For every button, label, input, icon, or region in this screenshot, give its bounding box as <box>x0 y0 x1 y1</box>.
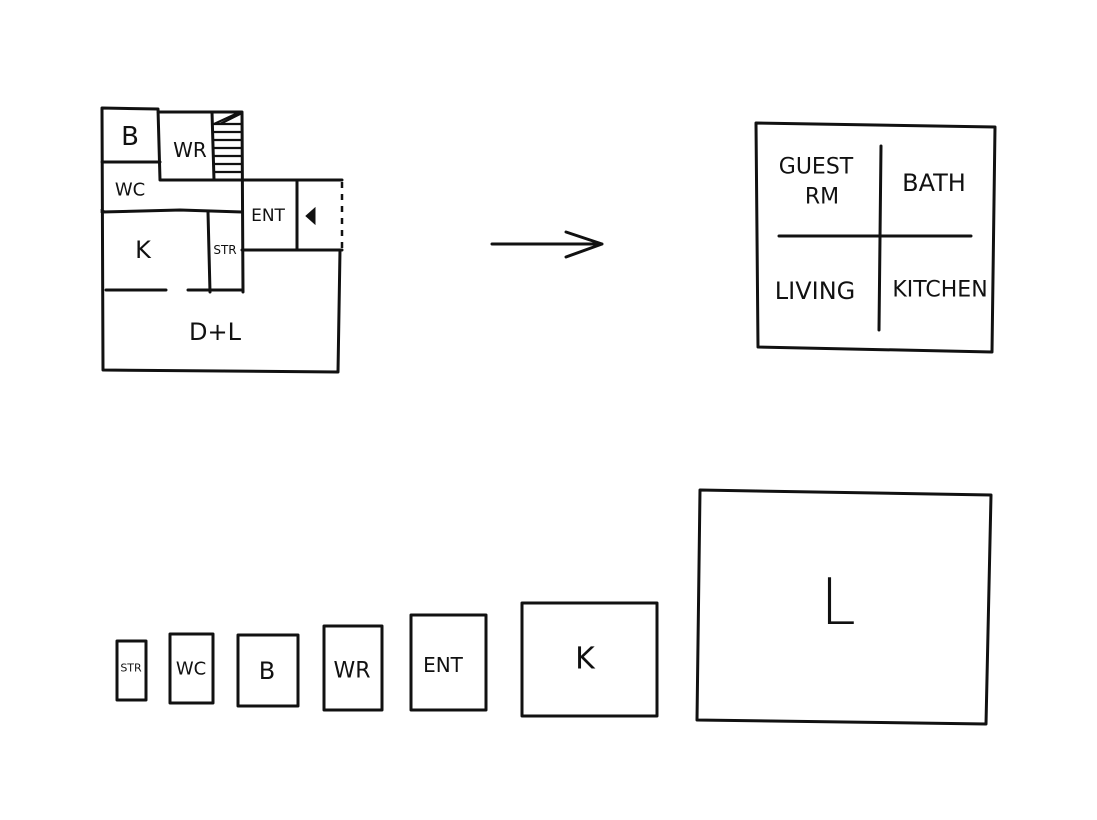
quadrant-diagram: GUEST RM BATH LIVING KITCHEN <box>754 121 997 354</box>
quadrant-dividers <box>777 144 973 332</box>
size-box-wc: WC <box>168 632 215 705</box>
size-box-label-ent: ENT <box>423 653 464 677</box>
size-box-l: L <box>695 488 993 726</box>
room-label-k: K <box>135 236 152 264</box>
quadrant-label-living: LIVING <box>775 277 856 305</box>
size-box-ent: ENT <box>409 613 488 712</box>
size-box-label-b: B <box>259 657 275 685</box>
room-label-wc: WC <box>115 180 145 201</box>
room-label-dl: D+L <box>189 318 242 346</box>
right-arrow-icon <box>490 230 604 259</box>
triangle-marker-icon <box>305 206 316 226</box>
size-boxes: STR WC B WR ENT K L <box>115 488 993 726</box>
quadrant-label-guest-rm-line1: GUEST <box>779 155 854 180</box>
room-label-str: STR <box>213 243 236 257</box>
quadrant-label-kitchen: KITCHEN <box>892 278 987 303</box>
room-label-b: B <box>121 122 139 152</box>
room-label-ent: ENT <box>251 206 285 226</box>
size-box-k: K <box>520 601 659 718</box>
size-box-label-l: L <box>820 566 856 640</box>
floor-plan-walls <box>100 106 344 374</box>
size-box-label-k: K <box>575 642 596 677</box>
size-box-label-wr: WR <box>333 659 370 684</box>
floor-plan: B WR WC K STR ENT D+L <box>100 106 344 374</box>
size-box-label-str: STR <box>120 662 142 675</box>
quadrant-label-bath: BATH <box>902 169 966 197</box>
quadrant-label-guest-rm-line2: RM <box>805 185 839 210</box>
size-box-b: B <box>236 633 300 708</box>
size-box-str: STR <box>115 639 148 702</box>
size-box-label-wc: WC <box>176 659 206 680</box>
size-box-wr: WR <box>322 624 384 712</box>
room-label-wr: WR <box>173 138 207 162</box>
stair-hatch-icon <box>212 110 244 174</box>
quadrant-border <box>754 121 997 354</box>
